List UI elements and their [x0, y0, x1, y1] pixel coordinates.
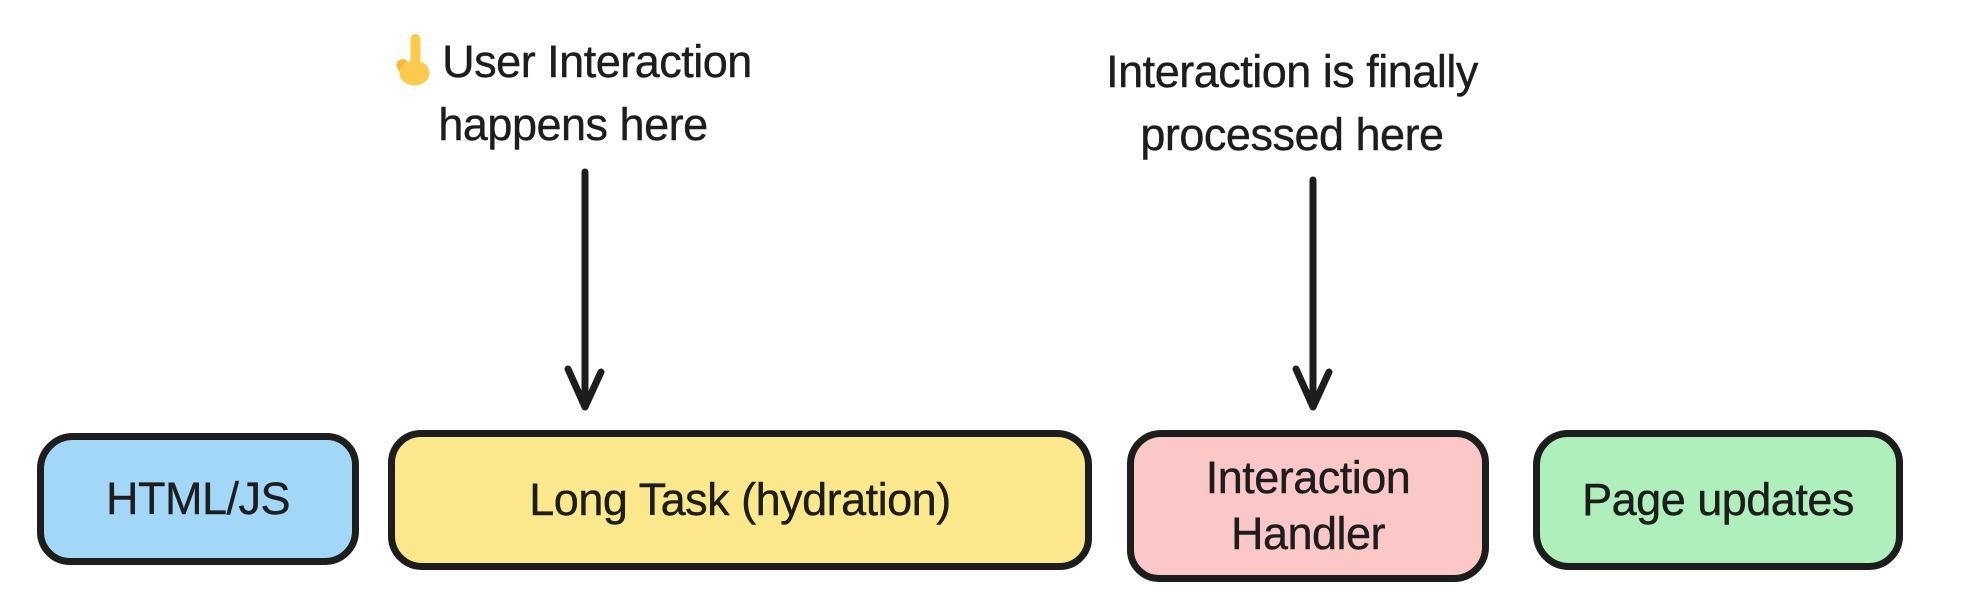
note-interaction-processed: Interaction is finally processed here: [982, 40, 1602, 166]
arrow-down-to-long-task: [564, 168, 605, 411]
box-html-js: HTML/JS: [37, 433, 359, 565]
note-processed-line1: Interaction is finally: [1106, 46, 1479, 97]
note-user-interaction: User Interaction happens here: [263, 30, 883, 156]
box-long-task-label: Long Task (hydration): [529, 474, 951, 525]
box-html-js-label: HTML/JS: [105, 473, 291, 524]
arrow-down-to-interaction-handler: [1292, 176, 1333, 411]
note-user-interaction-line2: happens here: [438, 99, 708, 150]
note-text: User Interaction: [442, 36, 753, 87]
box-page-updates: Page updates: [1533, 430, 1903, 570]
note-processed-line2: processed here: [1140, 109, 1444, 160]
pointing-up-icon: [394, 33, 434, 87]
box-interaction-handler-label: Interaction Handler: [1205, 452, 1411, 559]
box-page-updates-label: Page updates: [1582, 474, 1855, 525]
box-interaction-handler: Interaction Handler: [1127, 430, 1489, 582]
box-long-task-hydration: Long Task (hydration): [388, 430, 1092, 570]
note-user-interaction-line1: User Interaction: [263, 30, 883, 93]
